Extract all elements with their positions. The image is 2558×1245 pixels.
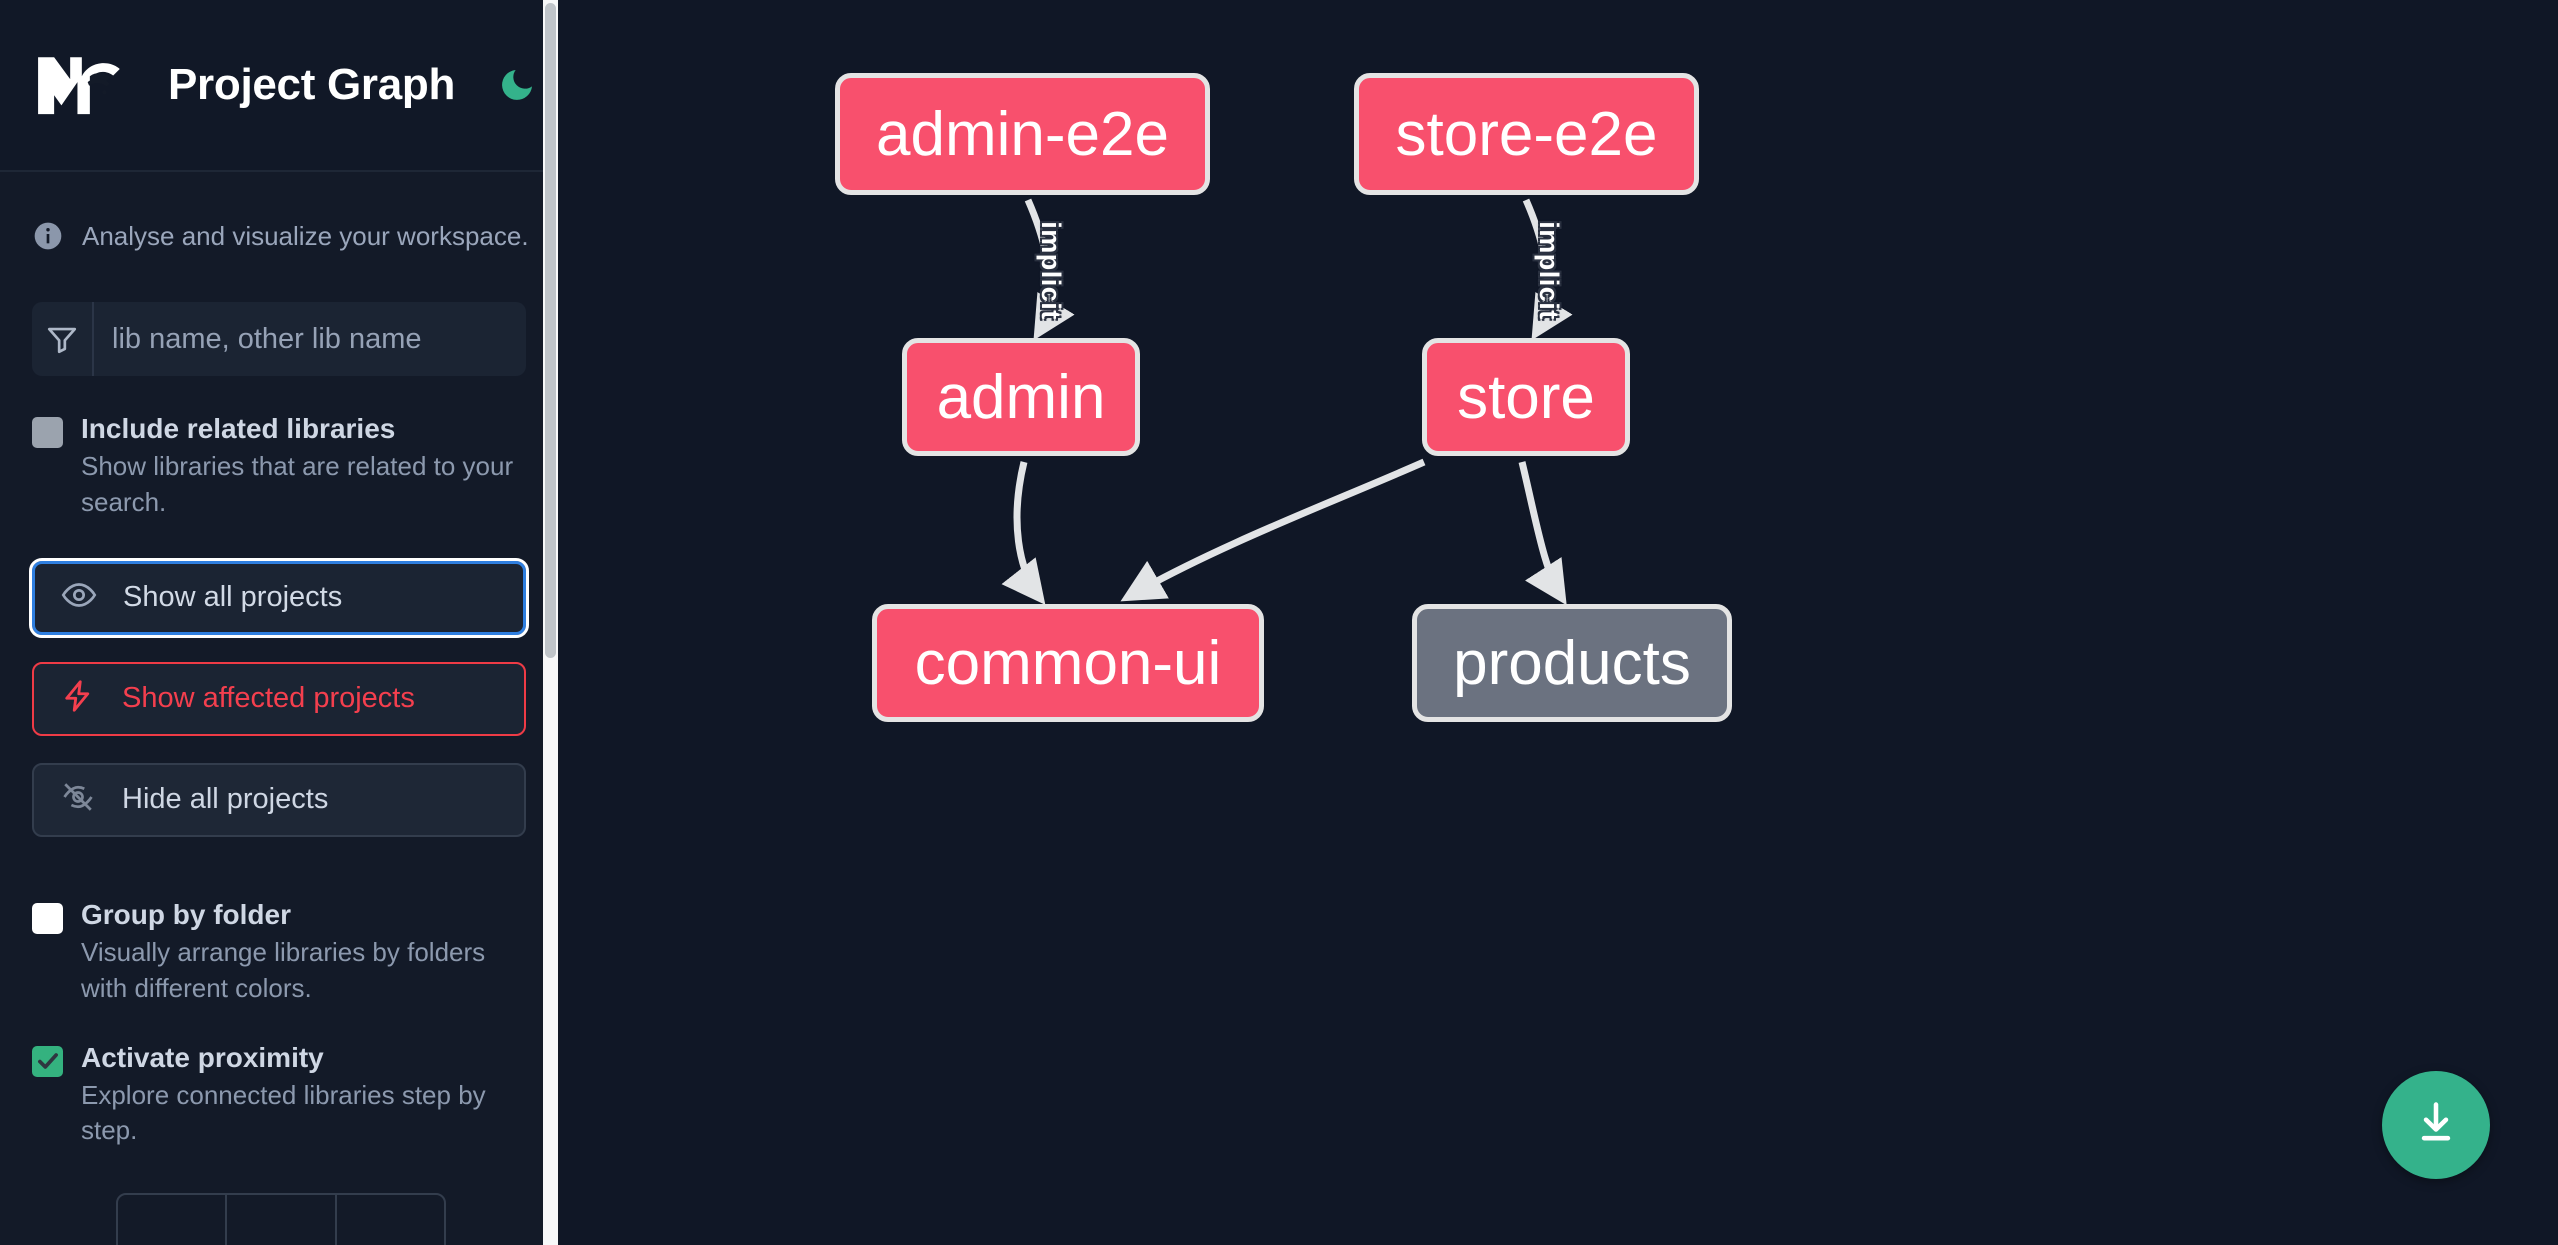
show-all-projects-button[interactable]: Show all projects <box>29 557 529 638</box>
edge-store-to-common-ui <box>1120 458 1426 602</box>
workspace-info: Analyse and visualize your workspace. <box>0 172 558 260</box>
node-label: store <box>1457 362 1595 432</box>
hide-all-projects-button[interactable]: Hide all projects <box>32 762 526 837</box>
sidebar: Project Graph Analyse and visualize your… <box>0 0 558 1245</box>
project-visibility-buttons: Show all projects Show affected projects <box>0 521 558 837</box>
checkbox-description: Visually arrange libraries by folders wi… <box>81 936 486 1003</box>
node-label: store-e2e <box>1395 99 1658 169</box>
page-title: Project Graph <box>168 60 456 109</box>
hide-all-projects-label: Hide all projects <box>122 783 329 816</box>
edge-admin-e2e-to-admin <box>1024 198 1075 341</box>
search-input[interactable] <box>94 302 526 376</box>
graph-node-products[interactable]: products <box>1412 604 1732 722</box>
checkbox-label: Activate proximity <box>81 1041 324 1073</box>
node-label: products <box>1453 628 1691 698</box>
sidebar-scrollbar[interactable] <box>543 0 558 1245</box>
checkbox-label: Include related libraries <box>81 413 396 444</box>
bottom-segmented-control[interactable] <box>116 1193 446 1245</box>
checkbox-include-related-libraries[interactable]: Include related libraries Show libraries… <box>0 376 558 521</box>
checkbox-indicator[interactable] <box>32 902 63 934</box>
graph-canvas[interactable]: admin-e2e store-e2e admin store common-u… <box>558 0 2558 1245</box>
node-label: common-ui <box>914 628 1222 698</box>
sidebar-scrollbar-thumb[interactable] <box>545 3 556 658</box>
graph-node-store[interactable]: store <box>1422 338 1630 456</box>
graph-node-common-ui[interactable]: common-ui <box>872 604 1264 722</box>
checkbox-description: Show libraries that are related to your … <box>81 451 514 517</box>
search-section <box>0 260 558 376</box>
graph-node-store-e2e[interactable]: store-e2e <box>1354 73 1699 195</box>
edge-admin-to-common-ui <box>1001 461 1046 605</box>
graph-node-admin-e2e[interactable]: admin-e2e <box>835 73 1210 195</box>
checkbox-group-by-folder[interactable]: Group by folder Visually arrange librari… <box>0 864 558 1007</box>
nx-logo-icon <box>32 50 120 120</box>
checkbox-indicator[interactable] <box>32 1045 63 1077</box>
edge-store-to-products <box>1518 461 1567 606</box>
sidebar-header: Project Graph <box>0 0 558 172</box>
checkbox-description: Explore connected libraries step by step… <box>81 1079 486 1146</box>
segment-option-2[interactable] <box>227 1195 337 1245</box>
eye-off-icon <box>60 779 96 820</box>
filter-funnel-icon <box>32 302 94 376</box>
graph-node-admin[interactable]: admin <box>902 338 1140 456</box>
checkbox-indicator[interactable] <box>32 417 63 448</box>
info-circle-icon <box>32 220 64 252</box>
workspace-info-text: Analyse and visualize your workspace. <box>82 220 529 251</box>
node-label: admin <box>936 362 1106 432</box>
show-all-projects-label: Show all projects <box>123 581 343 614</box>
download-icon <box>2410 1097 2462 1154</box>
download-graph-button[interactable] <box>2382 1071 2490 1179</box>
segment-option-3[interactable] <box>337 1195 444 1245</box>
show-affected-projects-button[interactable]: Show affected projects <box>32 661 526 736</box>
show-affected-projects-label: Show affected projects <box>122 682 415 715</box>
graph-edges <box>1001 198 1573 606</box>
lightning-bolt-icon <box>60 678 96 719</box>
checkbox-label: Group by folder <box>81 898 291 930</box>
search-box[interactable] <box>32 302 526 376</box>
node-label: admin-e2e <box>876 99 1169 169</box>
checkbox-activate-proximity[interactable]: Activate proximity Explore connected lib… <box>0 1007 558 1150</box>
moon-icon[interactable] <box>493 61 541 109</box>
edge-store-e2e-to-store <box>1522 198 1573 341</box>
segment-option-1[interactable] <box>118 1195 228 1245</box>
eye-icon <box>61 577 97 618</box>
